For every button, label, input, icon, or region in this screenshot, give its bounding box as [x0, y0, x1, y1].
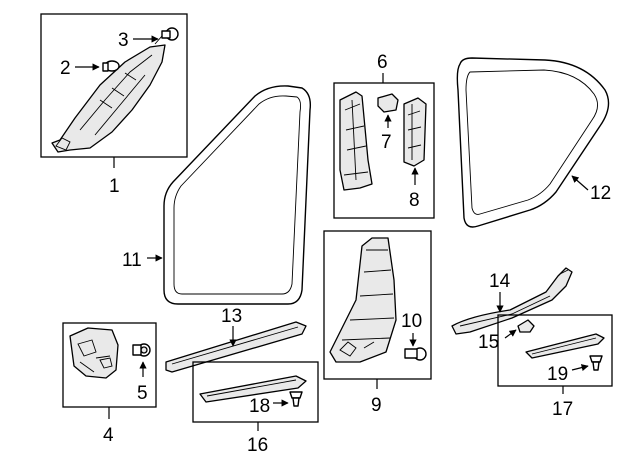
- rear-scuff-plate-part: [451, 267, 573, 335]
- clip-15-part: [517, 319, 535, 333]
- front-door-weatherstrip-part: [163, 85, 312, 305]
- a-pillar-garnish-part: [51, 44, 166, 153]
- group-box-16: [192, 361, 319, 423]
- rear-sill-plate-group: 19 17: [497, 314, 613, 420]
- group-box-17: [497, 314, 613, 387]
- front-scuff-plate-part: [165, 321, 307, 373]
- callout-3: 3: [118, 30, 129, 51]
- callout-9: 9: [371, 395, 382, 416]
- clip-3-part: [154, 27, 179, 45]
- leader-19: [571, 364, 589, 372]
- callout-10: 10: [401, 311, 422, 332]
- lower-center-pillar-garnish-part: [329, 237, 397, 363]
- callout-12: 12: [590, 183, 611, 204]
- cowl-side-trim-group: 5 4: [62, 322, 157, 446]
- callout-7: 7: [381, 132, 392, 153]
- clip-10-part: [404, 347, 427, 361]
- rear-scuff-plate-group: 14 15: [451, 267, 573, 353]
- callout-5: 5: [137, 383, 148, 404]
- callout-4: 4: [103, 425, 114, 446]
- callout-15: 15: [478, 332, 499, 353]
- clip-2-part: [102, 60, 120, 72]
- lower-center-pillar-group: 10 9: [323, 230, 432, 416]
- callout-11: 11: [122, 250, 142, 271]
- leader-15: [504, 329, 517, 339]
- callout-8: 8: [409, 190, 420, 211]
- upper-center-garnish-part: [339, 91, 373, 191]
- clip-5-part: [132, 343, 151, 357]
- callout-6: 6: [377, 52, 388, 73]
- group-box-6: [333, 82, 435, 219]
- rear-door-weatherstrip-part: [456, 57, 610, 228]
- callout-14: 14: [489, 271, 511, 292]
- clip-19-part: [589, 355, 603, 371]
- callout-19: 19: [547, 364, 568, 385]
- pillar-garnish-group: 2 3 1: [40, 13, 188, 197]
- callout-16: 16: [247, 435, 268, 456]
- a-pillar-garnish-detail: [79, 54, 153, 136]
- callout-1: 1: [109, 176, 120, 197]
- rear-door-weatherstrip-group: 12: [456, 57, 611, 228]
- leader-12: [571, 175, 589, 191]
- front-sill-plate-part: [199, 375, 307, 403]
- front-sill-plate-group: 18 16: [192, 361, 319, 456]
- front-door-weatherstrip-group: 11: [122, 85, 312, 305]
- clip-7-part: [377, 93, 399, 113]
- lower-center-garnish-part: [403, 97, 427, 167]
- callout-2: 2: [60, 58, 71, 79]
- front-scuff-plate-group: 13: [165, 306, 307, 373]
- clip-18-part: [289, 391, 303, 407]
- callout-17: 17: [552, 399, 573, 420]
- callout-18: 18: [249, 396, 270, 417]
- callout-13: 13: [221, 306, 242, 327]
- center-pillar-garnish-group: 6 7 8: [333, 52, 435, 219]
